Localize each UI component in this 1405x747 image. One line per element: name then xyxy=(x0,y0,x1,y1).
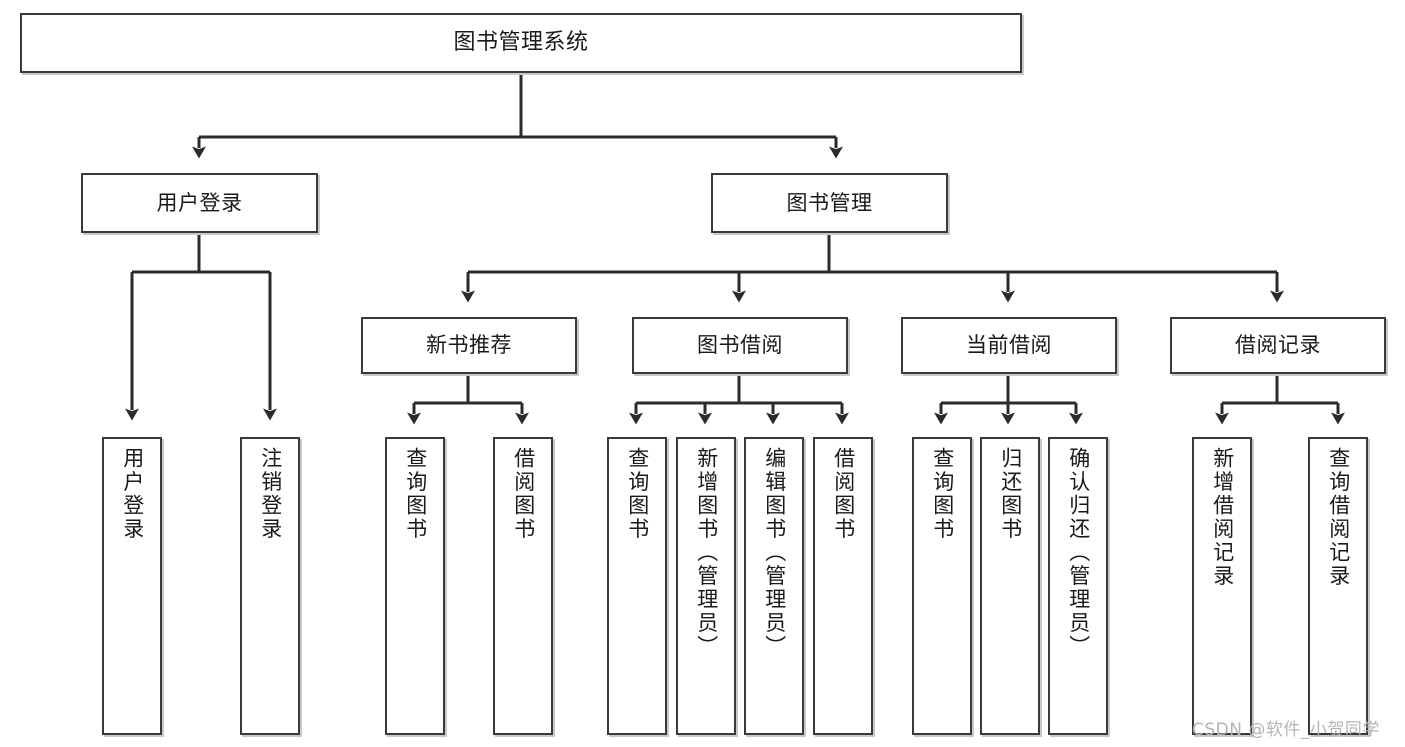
leaf-borrow-book-2[interactable]: 借阅图书 xyxy=(813,437,873,735)
leaf-user-login[interactable]: 用户登录 xyxy=(102,437,162,735)
leaf-borrow-book-1-label: 借阅图书 xyxy=(511,447,536,541)
leaf-query-book-3-label: 查询图书 xyxy=(930,447,955,541)
node-new-book-recommend-label: 新书推荐 xyxy=(426,333,512,358)
leaf-query-record[interactable]: 查询借阅记录 xyxy=(1308,437,1368,735)
leaf-confirm-return[interactable]: 确认归还（管理员） xyxy=(1048,437,1108,735)
watermark-text: CSDN @软件_小贺同学 xyxy=(1192,720,1380,740)
leaf-query-book-1-label: 查询图书 xyxy=(403,447,428,541)
node-book-management[interactable]: 图书管理 xyxy=(711,173,948,233)
leaf-edit-book[interactable]: 编辑图书（管理员） xyxy=(744,437,804,735)
node-book-management-label: 图书管理 xyxy=(786,190,873,215)
leaf-edit-book-label: 编辑图书（管理员） xyxy=(762,447,787,659)
node-new-book-recommend[interactable]: 新书推荐 xyxy=(361,317,577,374)
node-borrow-record-label: 借阅记录 xyxy=(1235,333,1321,358)
node-user-login[interactable]: 用户登录 xyxy=(81,173,318,233)
node-user-login-label: 用户登录 xyxy=(156,190,243,215)
leaf-borrow-book-1[interactable]: 借阅图书 xyxy=(493,437,553,735)
leaf-query-book-1[interactable]: 查询图书 xyxy=(385,437,445,735)
leaf-return-book[interactable]: 归还图书 xyxy=(980,437,1040,735)
leaf-query-book-2-label: 查询图书 xyxy=(625,447,650,541)
leaf-query-book-2[interactable]: 查询图书 xyxy=(607,437,667,735)
node-root[interactable]: 图书管理系统 xyxy=(20,13,1022,73)
leaf-borrow-book-2-label: 借阅图书 xyxy=(831,447,856,541)
leaf-logout-login-label: 注销登录 xyxy=(258,447,283,541)
node-root-label: 图书管理系统 xyxy=(453,30,589,56)
leaf-query-book-3[interactable]: 查询图书 xyxy=(912,437,972,735)
leaf-confirm-return-label: 确认归还（管理员） xyxy=(1066,447,1091,659)
node-borrow-record[interactable]: 借阅记录 xyxy=(1170,317,1386,374)
leaf-return-book-label: 归还图书 xyxy=(998,447,1023,541)
leaf-query-record-label: 查询借阅记录 xyxy=(1326,447,1351,588)
leaf-user-login-label: 用户登录 xyxy=(120,447,145,541)
node-current-borrow[interactable]: 当前借阅 xyxy=(901,317,1117,374)
leaf-add-book-label: 新增图书（管理员） xyxy=(694,447,719,659)
leaf-add-record-label: 新增借阅记录 xyxy=(1210,447,1235,588)
node-book-borrow[interactable]: 图书借阅 xyxy=(632,317,848,374)
leaf-add-record[interactable]: 新增借阅记录 xyxy=(1192,437,1252,735)
node-book-borrow-label: 图书借阅 xyxy=(697,333,783,358)
leaf-logout-login[interactable]: 注销登录 xyxy=(240,437,300,735)
node-current-borrow-label: 当前借阅 xyxy=(966,333,1052,358)
leaf-add-book[interactable]: 新增图书（管理员） xyxy=(676,437,736,735)
